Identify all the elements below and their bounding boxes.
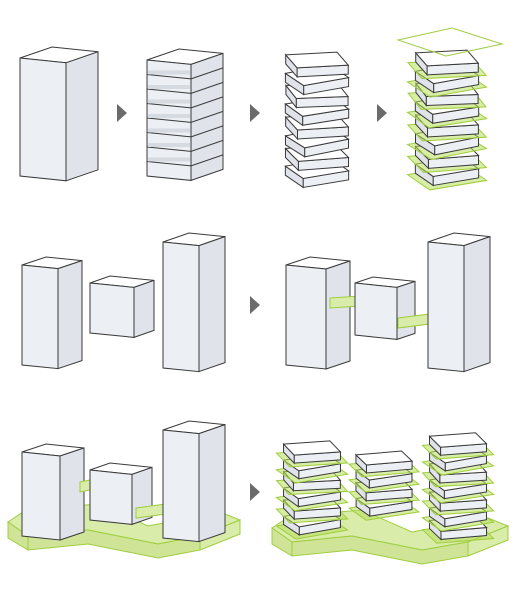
slice-line xyxy=(146,161,192,167)
slice-line xyxy=(190,154,224,167)
slice-line xyxy=(146,146,192,152)
slice-line xyxy=(190,96,224,109)
slice-line xyxy=(146,103,192,109)
volumes-joined-by-bridges xyxy=(285,232,491,373)
slab-top xyxy=(284,51,350,69)
slab-top xyxy=(354,450,414,466)
slice-line xyxy=(146,88,192,94)
slice-line xyxy=(190,67,224,80)
triangle-right-icon xyxy=(250,483,260,501)
side-face xyxy=(133,279,155,339)
slab-top xyxy=(428,432,488,448)
side-face xyxy=(463,235,491,373)
row-3-podium xyxy=(7,420,510,565)
triangle-right-icon xyxy=(250,296,260,314)
solid-tower xyxy=(19,46,99,182)
slice-line xyxy=(146,132,192,138)
slice-shade xyxy=(148,143,190,147)
front-face xyxy=(427,241,465,373)
side-face xyxy=(57,259,83,370)
sliced-tower xyxy=(146,48,224,182)
front-face xyxy=(162,241,200,373)
side-face xyxy=(198,235,226,373)
slab xyxy=(406,49,488,80)
side-face xyxy=(65,51,99,182)
slab-top xyxy=(414,49,480,67)
side-face xyxy=(396,280,416,341)
slice-line xyxy=(190,110,224,123)
slice-shade xyxy=(148,114,190,118)
triangle-right-icon xyxy=(377,104,387,122)
rotated-slabs-with-green-terraces xyxy=(406,49,488,191)
slice-line xyxy=(146,74,192,80)
side-face xyxy=(198,423,226,543)
slice-shade xyxy=(148,157,190,162)
rotated-slabs xyxy=(284,51,350,189)
slice-shade xyxy=(148,99,190,104)
row-1-single-tower xyxy=(19,27,504,191)
terrace-outline xyxy=(396,27,504,57)
slice-shade xyxy=(148,85,190,89)
volume-left-tower xyxy=(21,443,85,541)
triangle-right-icon xyxy=(117,104,127,122)
volumes-on-green-podium xyxy=(7,420,242,559)
podium-right-side xyxy=(199,519,241,551)
slab xyxy=(284,51,350,79)
volume-middle-cube xyxy=(89,462,153,526)
triangle-right-icon xyxy=(250,104,260,122)
front-face xyxy=(21,451,61,541)
slice-line xyxy=(190,125,224,138)
front-face xyxy=(89,469,133,525)
rotated-slab-towers-on-green-podium xyxy=(271,432,510,565)
volume-right-tower xyxy=(427,232,491,373)
front-face xyxy=(162,429,200,543)
slab xyxy=(347,450,421,478)
slice-shade xyxy=(148,70,190,75)
row-2-three-volumes xyxy=(21,232,491,373)
volume-middle-cube xyxy=(89,275,155,339)
volume-left-tower xyxy=(21,256,83,370)
front-face xyxy=(89,282,135,338)
slab xyxy=(275,440,349,468)
front-face xyxy=(354,282,398,340)
slab-tower-middle xyxy=(347,450,421,521)
slab-top xyxy=(282,440,342,456)
volume-middle-cube xyxy=(354,276,416,341)
three-separate-volumes xyxy=(21,232,226,373)
slice-line xyxy=(190,81,224,94)
slab-tower-left xyxy=(275,440,349,540)
slice-shade xyxy=(148,128,190,133)
front-face xyxy=(21,264,59,370)
slab-tower-right xyxy=(421,432,495,544)
slice-line xyxy=(190,139,224,152)
volume-right-tower xyxy=(162,232,226,373)
volume-right-tower xyxy=(162,420,226,543)
slice-line xyxy=(146,117,192,123)
slab xyxy=(421,432,495,460)
side-face xyxy=(59,447,85,541)
podium-right-side xyxy=(467,525,509,557)
front-face xyxy=(285,264,327,370)
volume-left-tower xyxy=(285,256,351,370)
front-face xyxy=(19,57,67,182)
side-face xyxy=(325,260,351,370)
